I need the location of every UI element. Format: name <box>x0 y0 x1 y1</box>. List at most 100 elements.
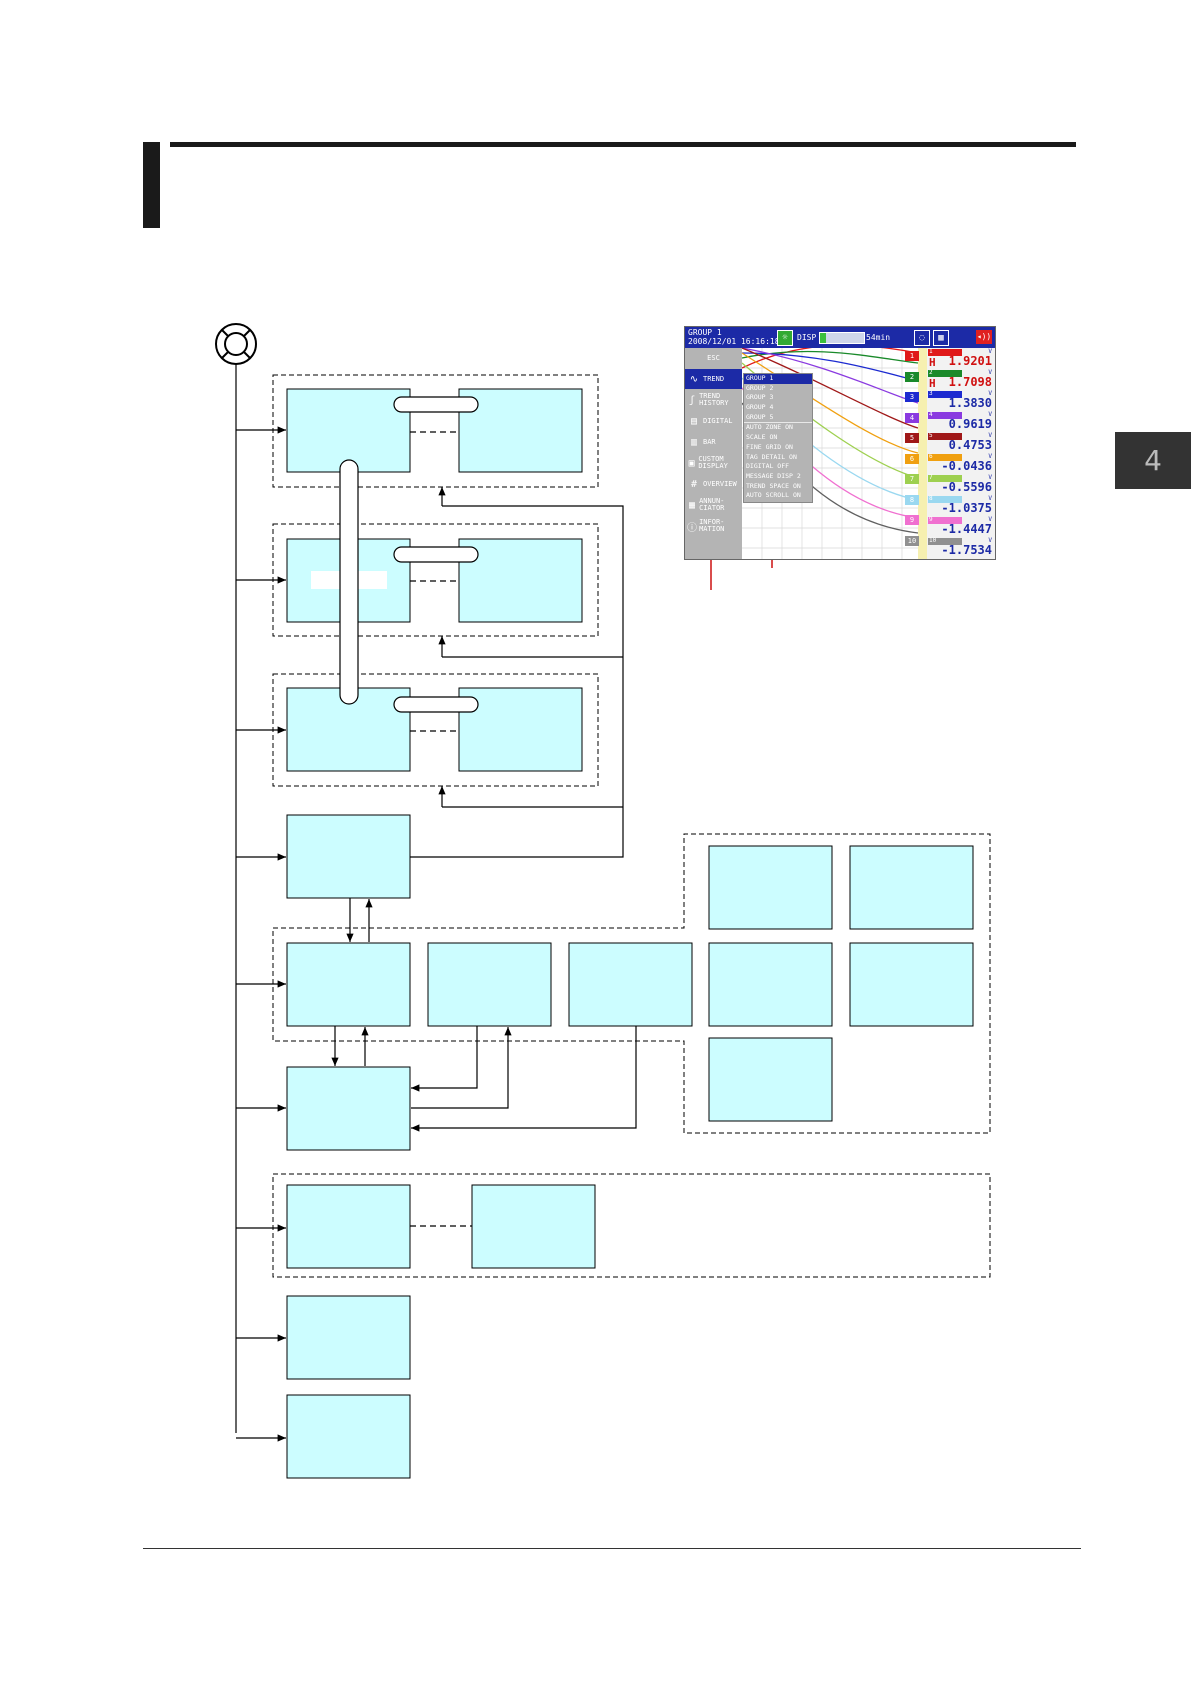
submenu-item[interactable]: GROUP 1 <box>744 374 812 384</box>
channel-color-band <box>928 454 962 461</box>
channel-unit: V <box>988 390 992 397</box>
memory-bar <box>819 332 865 344</box>
channel-tag: 7 <box>905 474 919 484</box>
header-rule <box>170 142 1076 147</box>
menu-item-digital[interactable]: ▤DIGITAL <box>685 411 742 431</box>
channel-value: 1.9201 <box>948 354 992 368</box>
channel-unit: V <box>988 369 992 376</box>
channel-value: -1.0375 <box>941 501 992 515</box>
box-row-2 <box>427 942 552 1027</box>
header-bar <box>143 142 160 228</box>
memory-remaining: 54min <box>866 333 891 342</box>
channel-unit: V <box>988 411 992 418</box>
box-pair-right <box>471 1184 596 1269</box>
channel-tag: 6 <box>905 453 919 464</box>
box-upper-2 <box>849 845 974 930</box>
alarm-speaker-icon: ◂)) <box>976 330 992 344</box>
channel-index: 4 <box>929 411 933 418</box>
keylock-icon: ▦ <box>933 330 949 346</box>
group-frame-1 <box>272 374 599 488</box>
channel-index: 2 <box>929 369 933 376</box>
box-pair-left <box>286 1184 411 1269</box>
channel-unit: V <box>988 495 992 502</box>
box-group-right-2 <box>458 538 583 623</box>
channel-tag: 2 <box>905 371 919 382</box>
group-frame-3 <box>272 673 599 787</box>
submenu-item[interactable]: AUTO SCROLL ON <box>746 491 801 500</box>
box-row-4 <box>708 942 833 1027</box>
channel-color-band <box>928 538 962 545</box>
datetime: 2008/12/01 16:16:18 <box>688 337 780 346</box>
trend-submenu: GROUP 1 GROUP 2 GROUP 3 GROUP 4 GROUP 5 … <box>743 373 813 503</box>
channel-index: 9 <box>929 516 933 523</box>
box-row-1 <box>286 942 411 1027</box>
box-group-left-1 <box>286 388 411 473</box>
channel-value: -0.5596 <box>941 480 992 494</box>
channel-color-band <box>928 412 962 419</box>
channel-tag: 5 <box>905 433 919 443</box>
channel-index: 5 <box>929 432 933 439</box>
menu-item-annunciator[interactable]: ▦ANNUN- CIATOR <box>685 495 742 515</box>
box-group-right-3 <box>458 687 583 772</box>
channel-color-band <box>928 391 962 398</box>
channel-index: 10 <box>929 537 937 544</box>
channel-tag-strip <box>918 348 927 559</box>
submenu-item[interactable]: GROUP 5 <box>746 412 774 421</box>
box-lower-1 <box>708 1037 833 1122</box>
channel-tag: 1 <box>905 351 919 361</box>
submenu-item[interactable]: AUTO ZONE ON <box>744 422 812 433</box>
menu-item-esc[interactable]: ESC <box>707 353 720 362</box>
submenu-item[interactable]: MESSAGE DISP 2 <box>746 471 801 480</box>
submenu-item[interactable]: DIGITAL OFF <box>746 462 790 471</box>
channel-tag: 4 <box>905 412 919 423</box>
disp-label: DISP <box>797 333 817 342</box>
channel-value: -1.4447 <box>941 522 992 536</box>
submenu-item[interactable]: TREND SPACE ON <box>746 481 801 490</box>
submenu-item[interactable]: GROUP 3 <box>746 393 774 402</box>
media-icon: ◌ <box>914 330 930 346</box>
channel-color-band <box>928 433 962 440</box>
channel-index: 1 <box>929 348 933 355</box>
submenu-item[interactable]: TAG DETAIL ON <box>746 452 797 461</box>
channel-color-band <box>928 517 962 524</box>
menu-item-trend[interactable]: ∿TREND <box>685 369 742 389</box>
channel-value: -0.0436 <box>941 459 992 473</box>
channel-value: 0.4753 <box>948 438 992 452</box>
group-frame-5 <box>272 1173 991 1278</box>
submenu-item[interactable]: SCALE ON <box>746 433 778 442</box>
channel-index: 7 <box>929 474 933 481</box>
overview-icon: # <box>690 478 698 490</box>
box-upper-1 <box>708 845 833 930</box>
chapter-tab: 4 <box>1115 432 1191 489</box>
menu-item-overview[interactable]: #OVERVIEW <box>685 474 742 494</box>
custom-display-icon: ▣ <box>688 457 695 469</box>
alarm-level: H <box>929 356 936 369</box>
channel-unit: V <box>988 453 992 460</box>
disp-key-icon <box>215 323 257 365</box>
submenu-item[interactable]: GROUP 2 <box>746 383 774 392</box>
submenu-item[interactable]: GROUP 4 <box>746 403 774 412</box>
information-icon: ⓘ <box>687 522 698 534</box>
menu-item-bar[interactable]: ▥BAR <box>685 432 742 452</box>
channel-value: 1.3830 <box>948 396 992 410</box>
channel-value: 1.7098 <box>948 375 992 389</box>
channel-color-band <box>928 475 962 482</box>
channel-tag: 10 <box>905 535 919 546</box>
submenu-item[interactable]: FINE GRID ON <box>746 442 793 451</box>
channel-color-band <box>928 496 962 503</box>
menu-item-custom-display[interactable]: ▣CUSTOM DISPLAY <box>685 453 742 473</box>
